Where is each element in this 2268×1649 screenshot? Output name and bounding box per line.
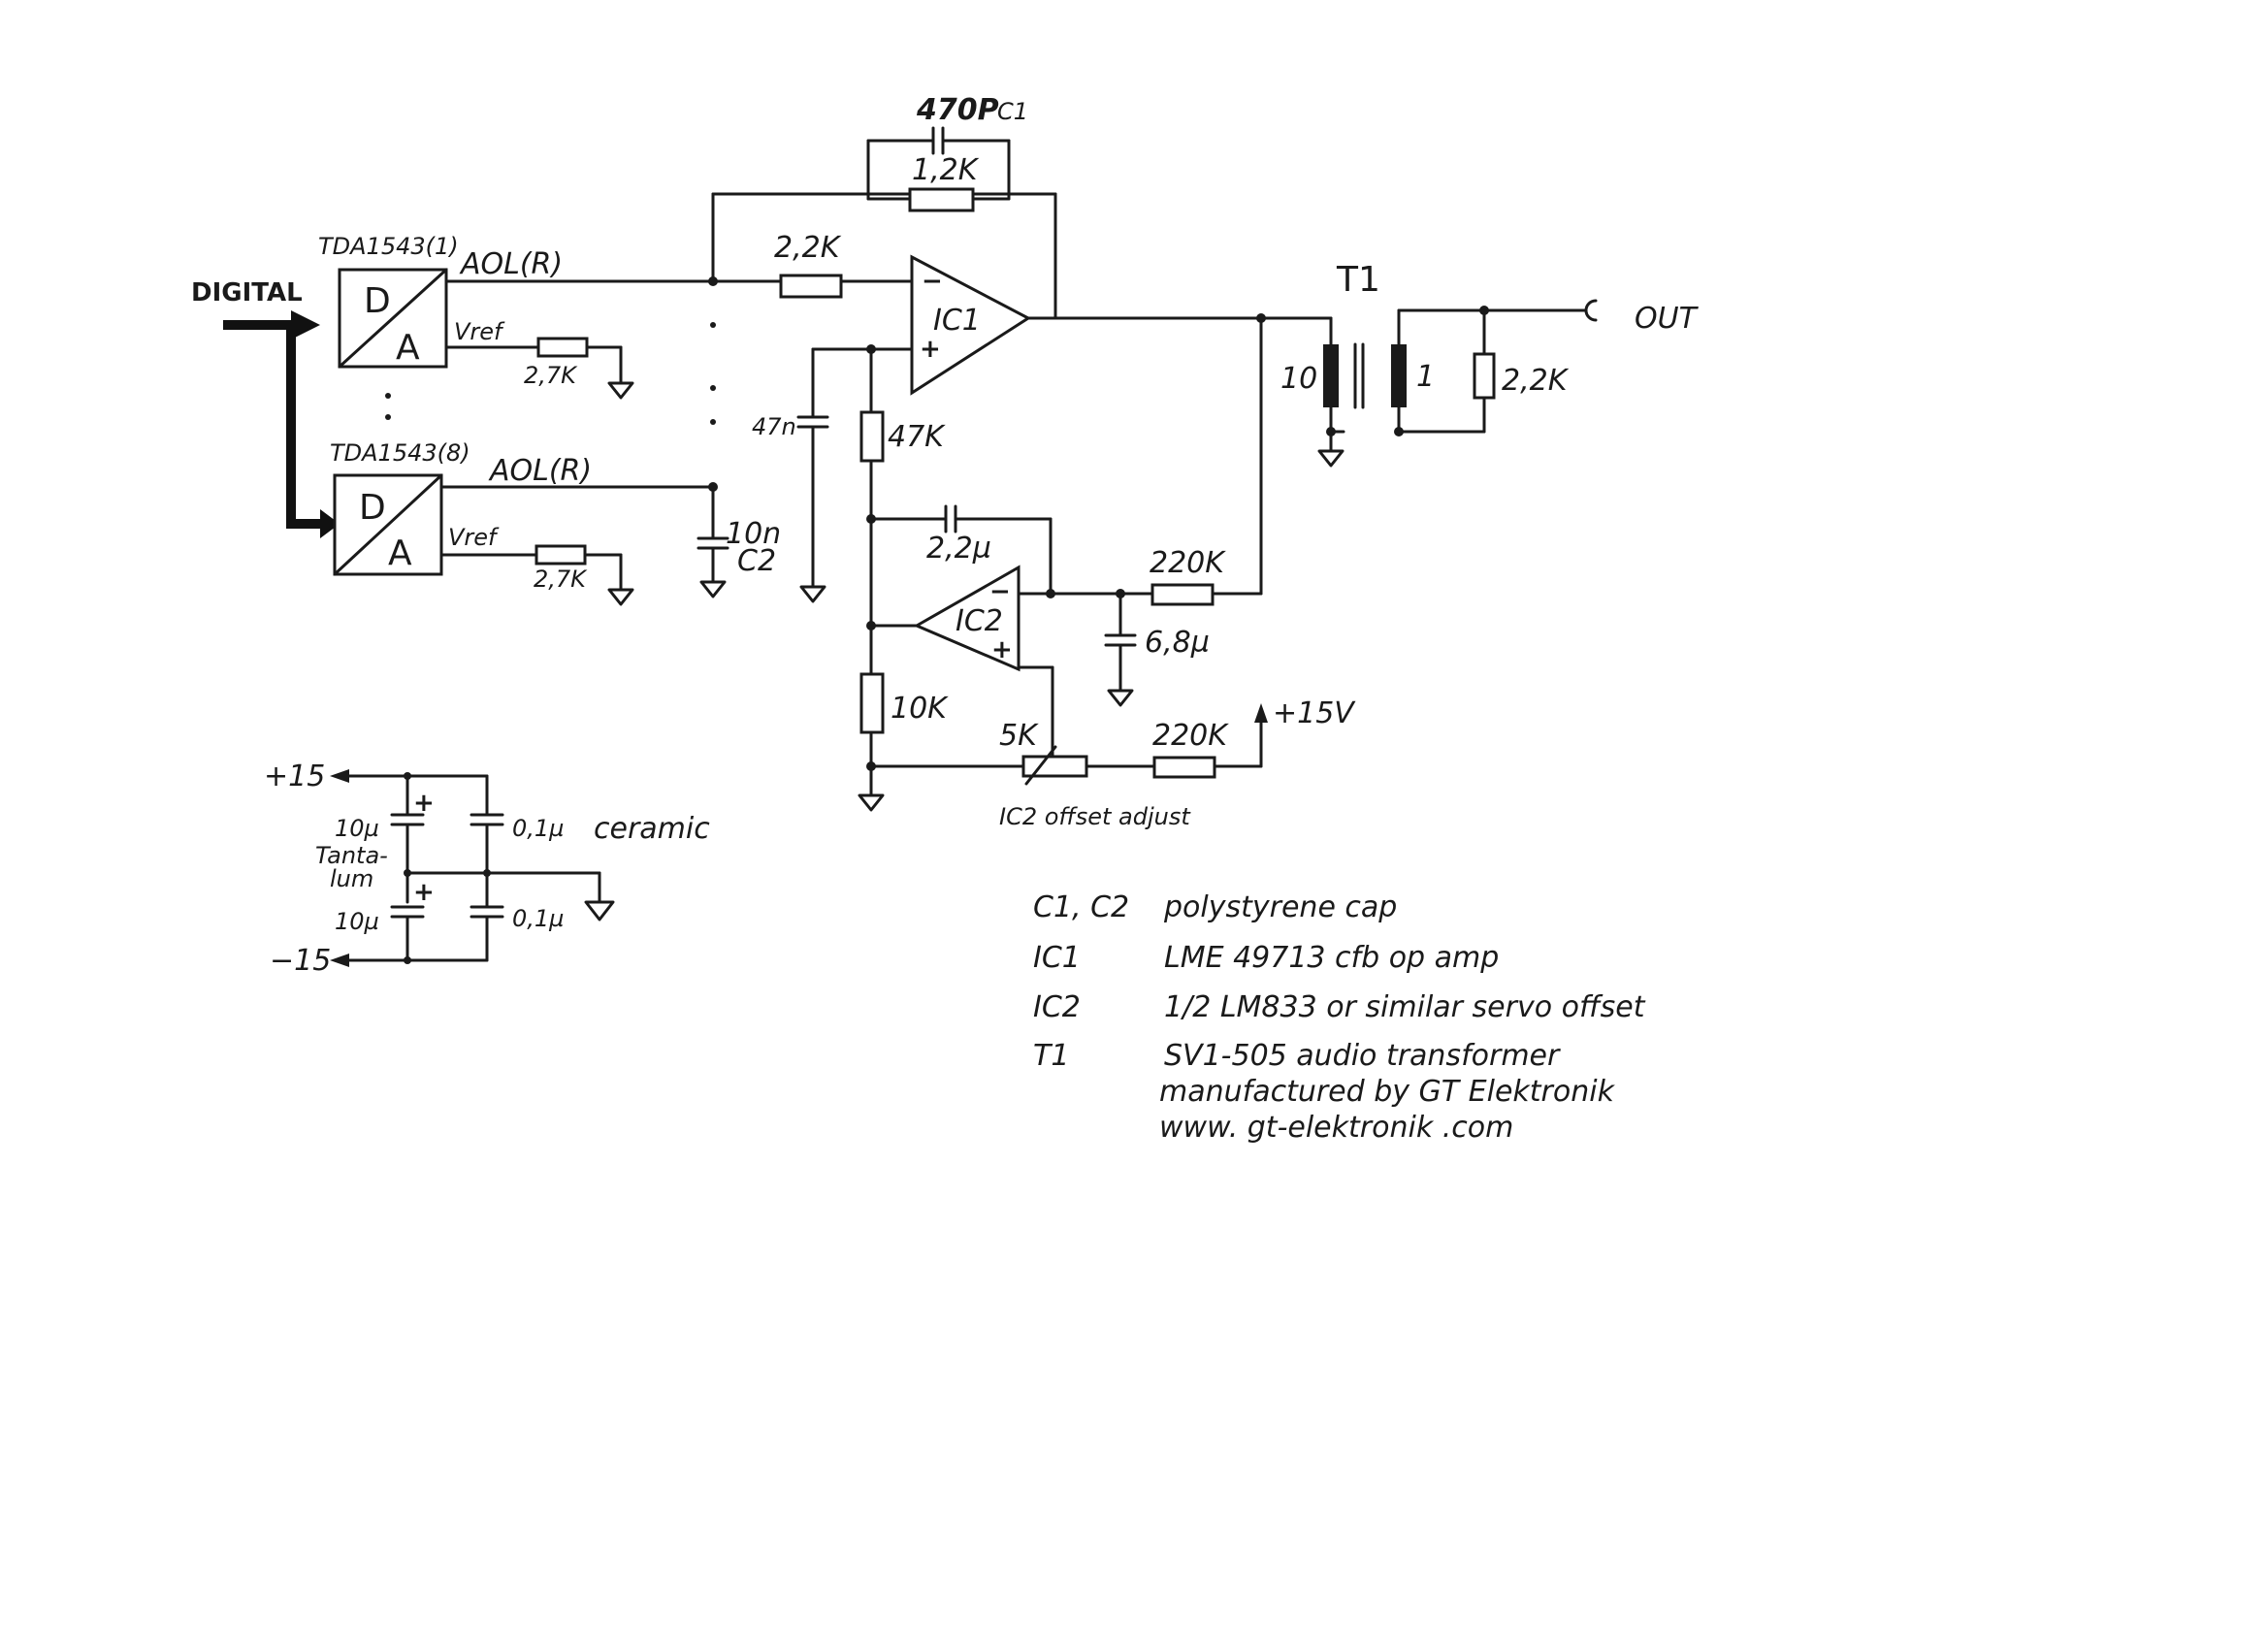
dac1-name: TDA1543(1)	[318, 233, 459, 260]
t1-secondary-coil	[1391, 344, 1407, 407]
plus15v-label: +15V	[1273, 696, 1356, 730]
ic1: 2,2K IC1 − + 47n 47K	[711, 231, 1266, 603]
input-resistor	[779, 274, 843, 299]
ic1-label: IC1	[933, 304, 981, 338]
pot-5k-value: 5K	[999, 719, 1039, 753]
ground-icon	[699, 580, 727, 598]
offset-potentiometer[interactable]	[1021, 755, 1088, 778]
note-desc: SV1-505 audio transformer	[1164, 1039, 1561, 1073]
note-desc: www. gt-elektronik .com	[1159, 1111, 1513, 1145]
ic2-minus: −	[989, 577, 1011, 606]
t1-secondary-ratio: 1	[1416, 360, 1435, 394]
ic2-label: IC2	[956, 604, 1003, 638]
ic2-opamp	[913, 565, 1021, 672]
dac-8: D A TDA1543(8) AOL(R) Vref 2,7K	[330, 439, 715, 606]
dac1-vref-label: Vref	[454, 318, 505, 345]
plus15-label: +15	[264, 760, 325, 793]
tant1-value: 10µ	[335, 815, 379, 842]
ceramic2-value: 0,1µ	[512, 905, 564, 932]
feedback-cap-value: 470P	[916, 93, 999, 127]
note-desc: 1/2 LM833 or similar servo offset	[1164, 990, 1646, 1024]
feedback-resistor-value: 1,2K	[912, 153, 980, 187]
tant2-plus: +	[413, 878, 435, 907]
ground-icon	[799, 585, 826, 603]
output-resistor-value: 2,2K	[1502, 364, 1570, 398]
resistor-220k-servo-value: 220K	[1150, 546, 1226, 580]
note-desc: LME 49713 cfb op amp	[1164, 941, 1499, 975]
ground-icon	[607, 588, 634, 606]
dac-1: D A TDA1543(1) AOL(R) Vref 2,7K	[318, 233, 715, 400]
dac1-aol-label: AOL(R)	[459, 247, 563, 281]
tant2-value: 10µ	[335, 908, 379, 935]
output-resistor	[1473, 352, 1496, 400]
t1-label: T1	[1336, 260, 1380, 300]
dac8-vref-label: Vref	[448, 524, 500, 551]
resistor-47k	[859, 410, 885, 463]
resistor-220k-offset	[1152, 756, 1216, 779]
t1-primary-ratio: 10	[1280, 362, 1317, 396]
ground-icon	[607, 381, 634, 400]
cap-2u2-value: 2,2µ	[926, 532, 991, 566]
ceramic1-value: 0,1µ	[512, 815, 564, 842]
dac1-vref-resistor	[536, 337, 589, 358]
ceramic1-note: ceramic	[594, 812, 710, 846]
dac8-aol-label: AOL(R)	[488, 454, 592, 488]
dac8-d-label: D	[359, 488, 386, 528]
dac1-vref-resistor-value: 2,7K	[524, 362, 578, 389]
ground-icon	[584, 900, 615, 922]
note-ref: T1	[1033, 1039, 1069, 1073]
feedback-cap-label: C1	[997, 98, 1028, 125]
note-ref: IC1	[1033, 941, 1081, 975]
tantalum-label-2: lum	[330, 865, 373, 892]
out-label: OUT	[1635, 302, 1700, 336]
continuation-dot	[385, 414, 391, 420]
resistor-220k-offset-value: 220K	[1152, 719, 1229, 753]
digital-label: DIGITAL	[191, 278, 303, 307]
ic1-plus: +	[920, 335, 941, 364]
dac8-a-label: A	[388, 534, 412, 573]
ground-icon	[858, 793, 885, 812]
dac1-a-label: A	[396, 328, 420, 368]
dac8-vref-resistor-value: 2,7K	[534, 566, 588, 593]
resistor-47k-value: 47K	[888, 420, 946, 454]
ic2-servo: 2,2µ IC2 − + 220K 6,8µ 10K 5K	[858, 316, 1356, 830]
feedback-resistor	[908, 187, 975, 212]
tantalum-label-1: Tanta-	[315, 842, 388, 869]
c2-value: 10n	[726, 517, 781, 551]
minus15-label: −15	[270, 944, 331, 978]
ground-icon	[1317, 449, 1345, 468]
resistor-220k-servo	[1150, 583, 1215, 606]
note-ref: C1, C2	[1033, 890, 1129, 924]
dac1-d-label: D	[364, 281, 391, 321]
t1-primary-coil	[1323, 344, 1339, 407]
note-ref: IC2	[1033, 990, 1081, 1024]
input-resistor-value: 2,2K	[774, 231, 842, 265]
ic1-opamp	[910, 254, 1031, 396]
offset-adjust-label: IC2 offset adjust	[999, 803, 1191, 830]
note-desc: manufactured by GT Elektronik	[1159, 1075, 1616, 1109]
resistor-10k	[859, 672, 885, 734]
ground-icon	[1107, 689, 1134, 707]
output-terminal[interactable]	[1584, 299, 1598, 322]
cap-6u8-value: 6,8µ	[1145, 626, 1210, 660]
resistor-10k-value: 10K	[891, 692, 949, 726]
digital-bus: DIGITAL	[191, 278, 340, 538]
ic1-minus: −	[922, 267, 943, 296]
transformer-t1: T1 10 1 2,2K OUT	[1259, 260, 1700, 468]
note-desc: polystyrene cap	[1163, 890, 1397, 924]
ic2-plus: +	[991, 635, 1013, 664]
tant1-plus: +	[413, 789, 435, 818]
summing-node: 10n C2	[697, 192, 781, 598]
dac8-name: TDA1543(8)	[330, 439, 470, 467]
cap-47n-value: 47n	[752, 413, 796, 440]
supply-decoupling: +15 + + −15 10µ Tanta- lum 10µ 0,1µ	[264, 760, 710, 978]
ic1-feedback: 470P C1 1,2K	[711, 93, 1057, 320]
continuation-dot	[385, 393, 391, 399]
c2-label: C2	[737, 544, 776, 578]
dac8-vref-resistor	[535, 544, 587, 566]
